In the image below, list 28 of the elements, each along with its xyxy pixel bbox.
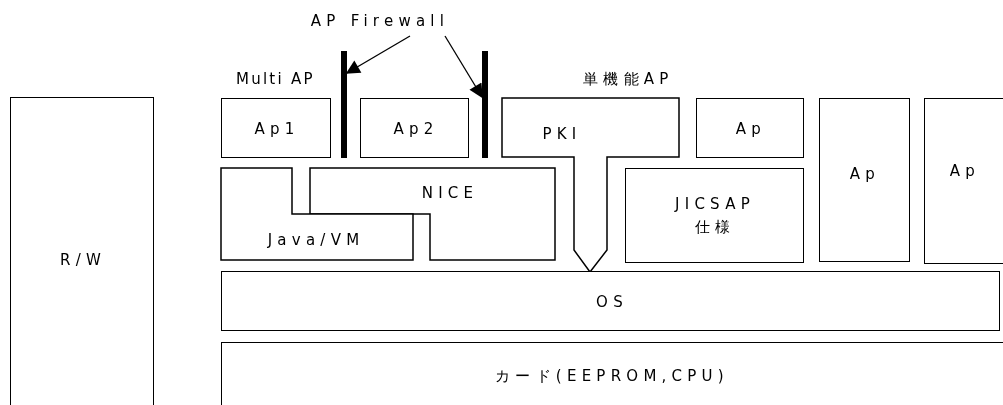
firewall-bar [341,51,347,158]
box-label: PKI [542,123,582,145]
app-box [221,98,331,158]
group-label: Multi AP [236,70,315,88]
app-box [696,98,804,158]
card-layer-box [221,342,1003,405]
box-label: Ap1 [254,118,300,140]
app-box [819,98,910,262]
box-label: Ap2 [393,118,439,140]
box-label: Java/VM [267,229,365,251]
leader-arrow [444,35,483,99]
reader-writer-box [10,97,154,405]
callout-label: AP Firewall [310,10,450,32]
group-label: 単機能AP [583,70,674,89]
box-label: R/W [59,249,107,271]
app-box [360,98,469,158]
box-label: JICSAP 仕様 [673,193,756,237]
firewall-bar [482,51,488,158]
box-label: NICE [421,182,479,204]
box-label: Ap [735,118,767,140]
box-label: カード(EEPROM,CPU) [495,365,729,387]
leader-arrow [345,35,411,74]
spec-box [625,168,804,263]
app-box [924,98,1003,264]
box-label: Ap [849,163,881,185]
box-label: Ap [949,160,981,182]
box-label: OS [596,291,628,313]
os-layer-box [221,271,1000,331]
